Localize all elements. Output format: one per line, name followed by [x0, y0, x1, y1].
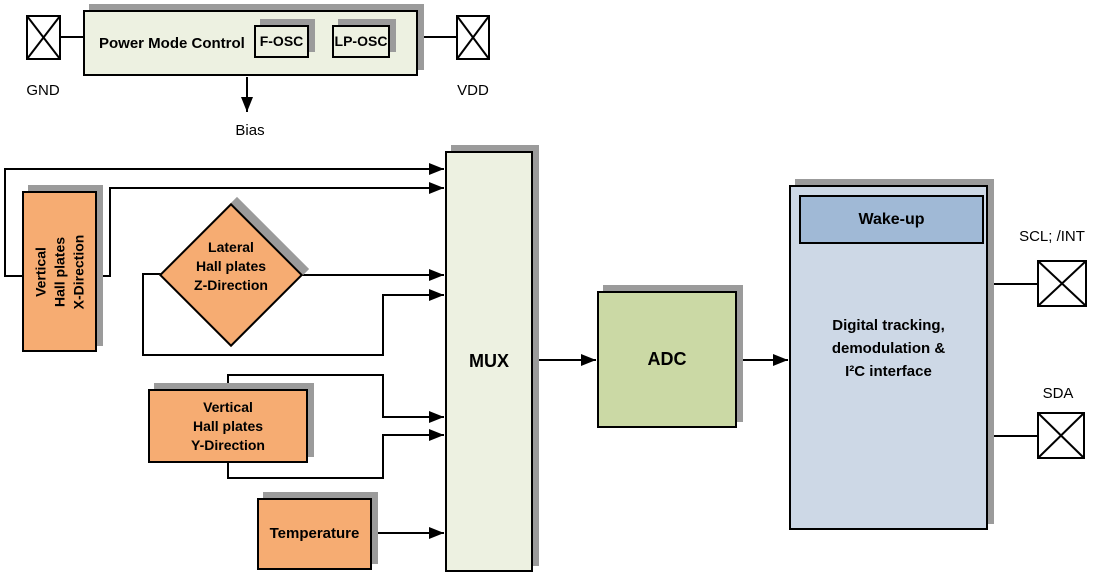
gnd-label: GND [26, 82, 60, 99]
wakeup-label: Wake-up [858, 210, 925, 228]
scl-pad-icon [1037, 260, 1087, 307]
lposc-label: LP-OSC [334, 33, 388, 49]
hall-z-label: Lateral Hall plates Z-Direction [194, 239, 268, 293]
lposc-block: LP-OSC [332, 25, 390, 58]
hall-x-label: Vertical Hall plates X-Direction [32, 234, 86, 309]
bias-label: Bias [235, 122, 265, 139]
wakeup-block: Wake-up [799, 195, 984, 244]
digital-label: Digital tracking, demodulation & I²C int… [831, 317, 946, 380]
temperature-block: Temperature [257, 498, 372, 570]
adc-block: ADC [597, 291, 737, 428]
mux-label: MUX [469, 351, 509, 371]
hall-y-label: Vertical Hall plates Y-Direction [191, 398, 265, 453]
mux-block: MUX [445, 151, 533, 572]
digital-block: Wake-up Digital tracking, demodulation &… [789, 185, 988, 530]
power-mode-control-label: Power Mode Control [99, 34, 245, 52]
fosc-block: F-OSC [254, 25, 309, 58]
scl-label: SCL; /INT [1019, 228, 1085, 245]
hall-y-block: Vertical Hall plates Y-Direction [148, 389, 308, 463]
gnd-pad-icon [26, 15, 61, 60]
sda-label: SDA [1042, 385, 1074, 402]
sda-pad-icon [1037, 412, 1085, 459]
fosc-label: F-OSC [259, 33, 304, 49]
adc-label: ADC [647, 349, 687, 369]
hall-x-block: Vertical Hall plates X-Direction [22, 191, 97, 352]
vdd-pad-icon [456, 15, 490, 60]
vdd-label: VDD [457, 82, 489, 99]
temperature-label: Temperature [269, 525, 360, 542]
power-mode-control-block: Power Mode Control F-OSC LP-OSC [83, 10, 418, 76]
